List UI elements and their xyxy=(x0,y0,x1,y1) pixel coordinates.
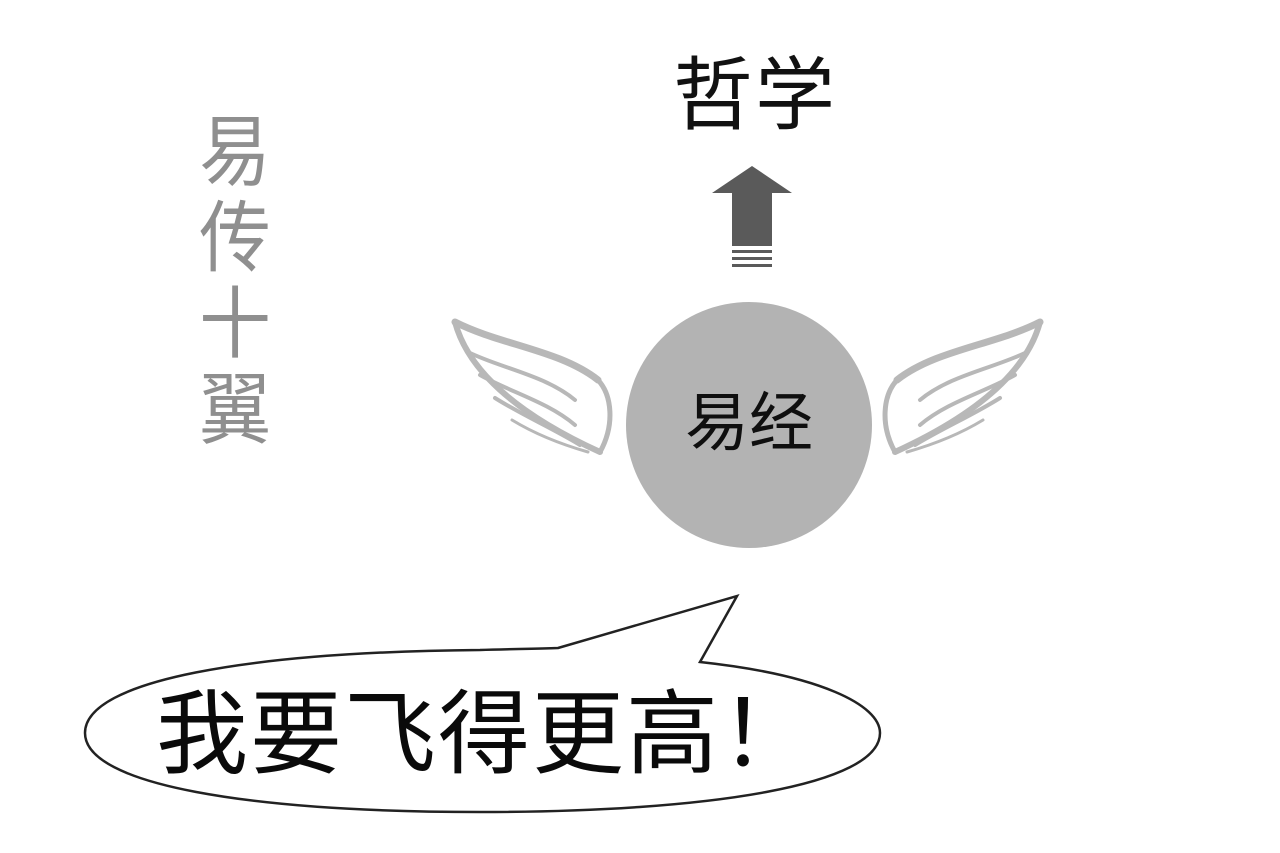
up-arrow-icon xyxy=(712,166,792,267)
center-circle xyxy=(626,302,872,548)
vertical-title-char: 传 xyxy=(199,194,271,284)
right-wing-icon xyxy=(882,318,1044,455)
philosophy-label: 哲学 xyxy=(673,49,837,142)
vertical-title-char: 十 xyxy=(199,280,271,370)
vertical-title-char: 易 xyxy=(199,108,271,198)
speech-bubble-text: 我要飞得更高！ xyxy=(155,681,814,788)
left-wing-icon xyxy=(451,318,613,455)
vertical-title-char: 翼 xyxy=(199,366,271,456)
speech-bubble xyxy=(83,593,882,814)
vertical-title-yizhuan-shiyi: 易 传 十 翼 xyxy=(190,110,280,454)
yijing-label: 易经 xyxy=(685,387,813,461)
